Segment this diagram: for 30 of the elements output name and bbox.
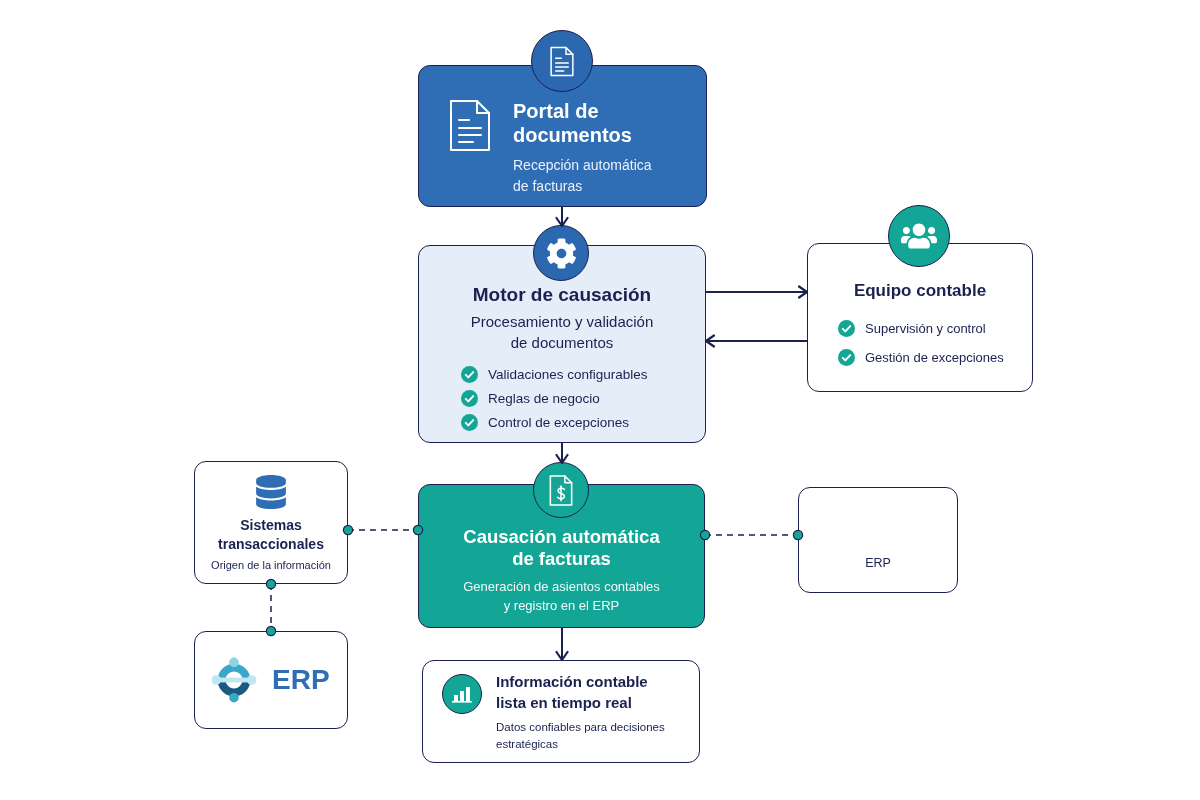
node-description: Origen de la información (210, 558, 332, 573)
system-box (798, 487, 958, 593)
node-title: Sistemas transaccionales (217, 516, 325, 554)
arrow (555, 206, 569, 228)
node-title: Portal de documentos (513, 99, 633, 147)
arrow (555, 442, 569, 465)
node-title: ERP (272, 664, 330, 696)
checklist-item: Reglas de negocio (488, 390, 600, 407)
node-title: Información contable lista en tiempo real (496, 672, 649, 713)
source-box (194, 461, 348, 584)
node-description: Generación de asientos contables y registro en el ERP (462, 578, 661, 615)
node-title: ERP (865, 555, 891, 572)
node-title: Motor de causación (472, 283, 652, 307)
checklist-item: Validaciones configurables (488, 366, 648, 383)
result-box (422, 660, 700, 763)
dashed-connector (699, 529, 804, 541)
node-description: Procesamiento y validación de documentos (469, 312, 655, 353)
node-description: Recepción automática de facturas (513, 156, 653, 196)
system-box (194, 631, 348, 729)
dashed-connector (342, 524, 424, 536)
checklist-item: Supervisión y control (865, 320, 986, 337)
node-title: Equipo contable (853, 280, 987, 302)
node-title: Causación automática de facturas (462, 526, 661, 570)
checklist-item: Gestión de excepciones (865, 349, 1004, 366)
node-description: Datos confiables para decisiones estratégicas (496, 720, 666, 752)
arrow (705, 285, 809, 299)
arrow (555, 627, 569, 662)
checklist-item: Control de excepciones (488, 414, 630, 431)
arrow (704, 334, 808, 348)
dashed-connector (265, 578, 277, 637)
